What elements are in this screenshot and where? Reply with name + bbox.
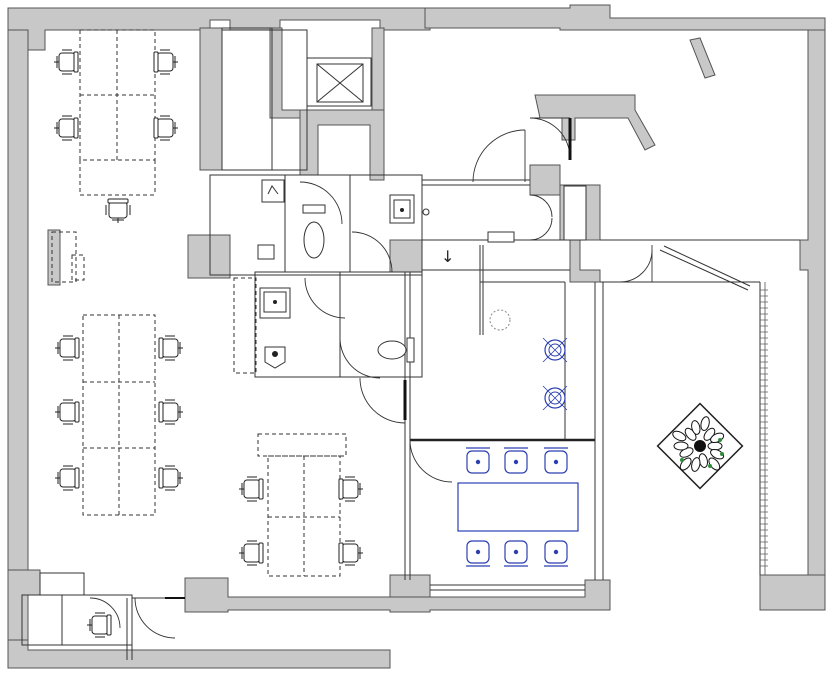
elevator-shaft-icon: [306, 57, 372, 107]
sink-icon: [257, 244, 275, 260]
round-marker: [489, 309, 511, 331]
doors: [89, 117, 653, 639]
meeting-chair-icon: [504, 540, 528, 567]
office-chair-icon: [55, 335, 80, 361]
down-arrow-icon: ↓: [441, 247, 454, 266]
wall-shaft-right: [534, 94, 656, 151]
wall-top-right: [424, 4, 826, 31]
interior-walls: [47, 27, 716, 598]
box-small: [39, 572, 85, 596]
partition-line: [659, 249, 749, 291]
wall-column-left: [187, 234, 231, 279]
room-storage: [221, 27, 273, 171]
office-chair-icon: [105, 198, 131, 223]
window-blinds: [760, 289, 768, 567]
office-chair-icon: [87, 612, 112, 638]
office-chair-icon: [153, 49, 178, 75]
restroom-fixtures: [257, 179, 587, 369]
door-swing: [359, 377, 406, 424]
room-bottom-left: [21, 594, 133, 646]
wall-core-top: [199, 27, 223, 171]
recess-dashed-2: [71, 254, 85, 281]
wall-diagonal: [689, 37, 716, 79]
partition-line: [663, 245, 751, 287]
wall-bottom: [7, 569, 41, 641]
round-stool-icon: [542, 337, 568, 363]
meeting-chair-icon: [544, 540, 568, 567]
sink-icon: [389, 194, 430, 224]
toilet-icon: [377, 337, 415, 363]
office-chair-icon: [54, 49, 79, 75]
partitions: [21, 27, 800, 660]
office-chair-icon: [158, 465, 183, 491]
door-swing: [472, 129, 526, 183]
outer-walls: [7, 4, 826, 669]
wall-core-elevator: [269, 27, 301, 119]
wall-column-small: [47, 229, 61, 286]
office-chair-icon: [153, 115, 178, 141]
office-chair-icon: [158, 399, 183, 425]
office-chair-icon: [338, 540, 363, 566]
wall-left: [7, 29, 29, 571]
wall-corridor-bottom: [7, 639, 391, 669]
wall-column-mid: [389, 239, 423, 273]
desks: [79, 29, 347, 577]
office-chair-icon: [239, 540, 264, 566]
shelf-box: [563, 185, 587, 241]
wall-column-bottom-mid: [389, 574, 431, 598]
potted-plant-icon: [656, 402, 744, 490]
meeting-table: [457, 482, 579, 532]
door-swing: [351, 231, 393, 273]
wall-bottom-right: [759, 574, 826, 611]
desk-shelf: [257, 433, 347, 457]
office-chair-icon: [54, 115, 79, 141]
office-chair-icon: [158, 335, 183, 361]
appliance: [261, 179, 285, 203]
recess-dashed: [51, 231, 77, 283]
door-swing: [409, 439, 453, 483]
office-chair-icon: [55, 399, 80, 425]
wall-column-center: [529, 164, 561, 196]
toilet-icon: [264, 346, 286, 369]
sink-icon: [259, 287, 291, 319]
meeting-chair-icon: [504, 447, 528, 474]
door-swing: [134, 597, 176, 639]
office-chair-icon: [239, 476, 264, 502]
wall-right: [799, 29, 826, 611]
wall-core-stair: [371, 27, 385, 119]
door-swing: [89, 597, 121, 629]
office-chair-icon: [338, 476, 363, 502]
door-swing: [529, 194, 553, 218]
office-chairs: [54, 49, 363, 638]
room-closet: [221, 29, 308, 171]
counter-dashed: [233, 277, 257, 374]
meeting-chair-icon: [466, 447, 490, 474]
toilet-icon: [302, 204, 326, 259]
wall-core-mid: [299, 109, 385, 181]
counter-box: [487, 231, 515, 243]
door-swing: [619, 249, 653, 283]
room-restroom-lower: [254, 271, 423, 378]
door-swing: [299, 181, 343, 225]
meeting-chair-icon: [544, 447, 568, 474]
room-restroom-block: [209, 174, 423, 276]
door-swing: [529, 217, 553, 241]
round-stool-icon: [542, 385, 568, 411]
door-swing: [339, 337, 381, 379]
door-swing: [304, 277, 346, 319]
meeting-chairs: [466, 337, 568, 567]
office-chair-icon: [55, 465, 80, 491]
meeting-chair-icon: [466, 540, 490, 567]
